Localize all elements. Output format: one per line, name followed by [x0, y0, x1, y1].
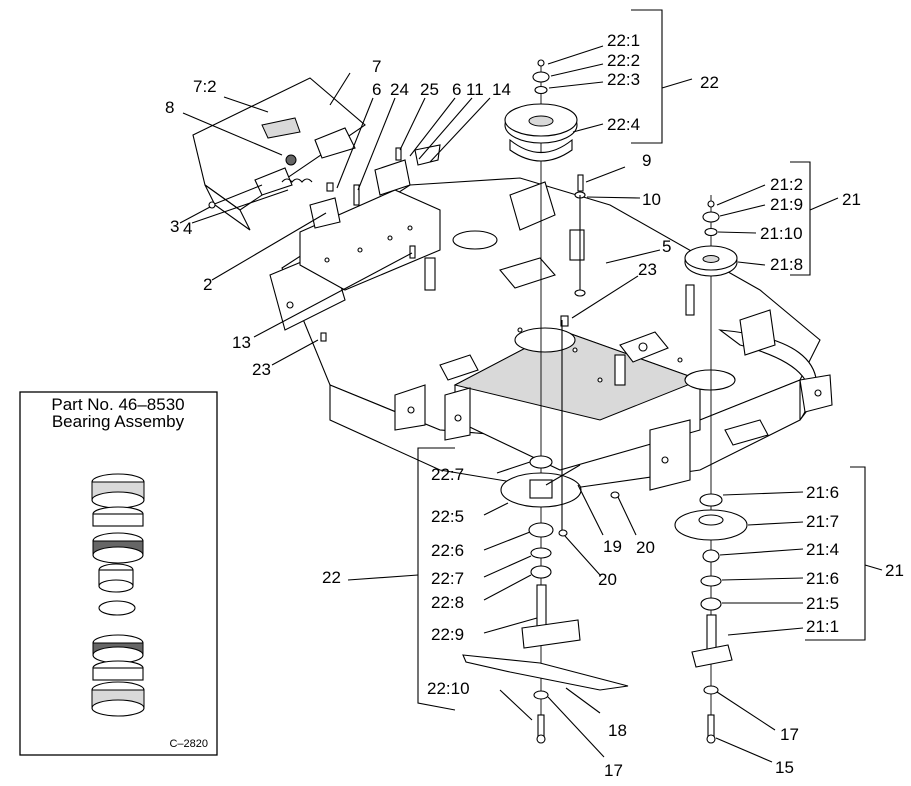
callout-22-10: 22:10: [427, 679, 470, 698]
callout-21-9: 21:9: [770, 195, 803, 214]
callout-18: 18: [608, 721, 627, 740]
callout-21-6-upper: 21:6: [806, 483, 839, 502]
callout-22-3: 22:3: [607, 70, 640, 89]
callout-7-2: 7:2: [193, 77, 217, 96]
callout-22-7-lower: 22:7: [431, 569, 464, 588]
callout-22-1: 22:1: [607, 31, 640, 50]
callout-22-5: 22:5: [431, 507, 464, 526]
callout-22-2: 22:2: [607, 51, 640, 70]
callout-21-6-lower: 21:6: [806, 569, 839, 588]
inset-drawing-code: C–2820: [169, 738, 208, 750]
callout-21-8: 21:8: [770, 255, 803, 274]
callout-25: 25: [420, 80, 439, 99]
callout-21-5: 21:5: [806, 594, 839, 613]
callout-21-4: 21:4: [806, 540, 839, 559]
callout-23-center: 23: [638, 260, 657, 279]
misc-fasteners: [558, 174, 620, 537]
callout-20-lower: 20: [598, 570, 617, 589]
mower-deck-housing: [269, 177, 833, 491]
callout-10: 10: [642, 190, 661, 209]
callout-11: 11: [466, 80, 484, 99]
callout-22-6: 22:6: [431, 541, 464, 560]
belt-cover-assembly: [192, 77, 366, 231]
callout-19: 19: [603, 537, 622, 556]
inset-title-line1: Part No. 46–8530: [51, 395, 184, 414]
callout-2: 2: [203, 275, 212, 294]
callout-14: 14: [492, 80, 511, 99]
callout-22-8: 22:8: [431, 593, 464, 612]
callout-9: 9: [642, 151, 651, 170]
spindle-22-assembly: [462, 59, 629, 744]
spring-and-bolt-hardware: [208, 144, 569, 342]
callout-5: 5: [662, 237, 671, 256]
callout-6-left: 6: [372, 80, 381, 99]
callout-21-10: 21:10: [760, 224, 803, 243]
callout-22-left: 22: [322, 568, 341, 587]
callout-20-right: 20: [636, 538, 655, 557]
callout-22-7-upper: 22:7: [431, 465, 464, 484]
callout-22-9: 22:9: [431, 625, 464, 644]
callout-15: 15: [775, 758, 794, 777]
callout-21-1: 21:1: [806, 617, 839, 636]
callout-4: 4: [183, 219, 192, 238]
callout-23-left: 23: [252, 360, 271, 379]
callout-22-top: 22: [700, 73, 719, 92]
callout-7: 7: [372, 57, 381, 76]
callout-21-top: 21: [842, 190, 861, 209]
callout-17-right: 17: [780, 725, 799, 744]
callout-21-2: 21:2: [770, 175, 803, 194]
callout-labels: 7 7:2 6 24 25 6 11 14 8 3 4 2 13 23 5 23…: [165, 31, 904, 780]
callout-3: 3: [170, 217, 179, 236]
callout-24: 24: [390, 80, 409, 99]
leader-lines: [179, 9, 883, 763]
spindle-21-assembly: [674, 195, 748, 744]
bearing-stack: [91, 473, 145, 717]
callout-8: 8: [165, 98, 174, 117]
inset-title-line2: Bearing Assemby: [52, 412, 185, 431]
bearing-assembly-inset: Part No. 46–8530 Bearing Assemby C–2820: [19, 391, 218, 756]
callout-21-7: 21:7: [806, 512, 839, 531]
callout-13: 13: [232, 333, 251, 352]
callout-21-right: 21: [885, 561, 904, 580]
callout-6-right: 6: [452, 80, 461, 99]
callout-22-4: 22:4: [607, 115, 640, 134]
callout-17-left: 17: [604, 761, 623, 780]
